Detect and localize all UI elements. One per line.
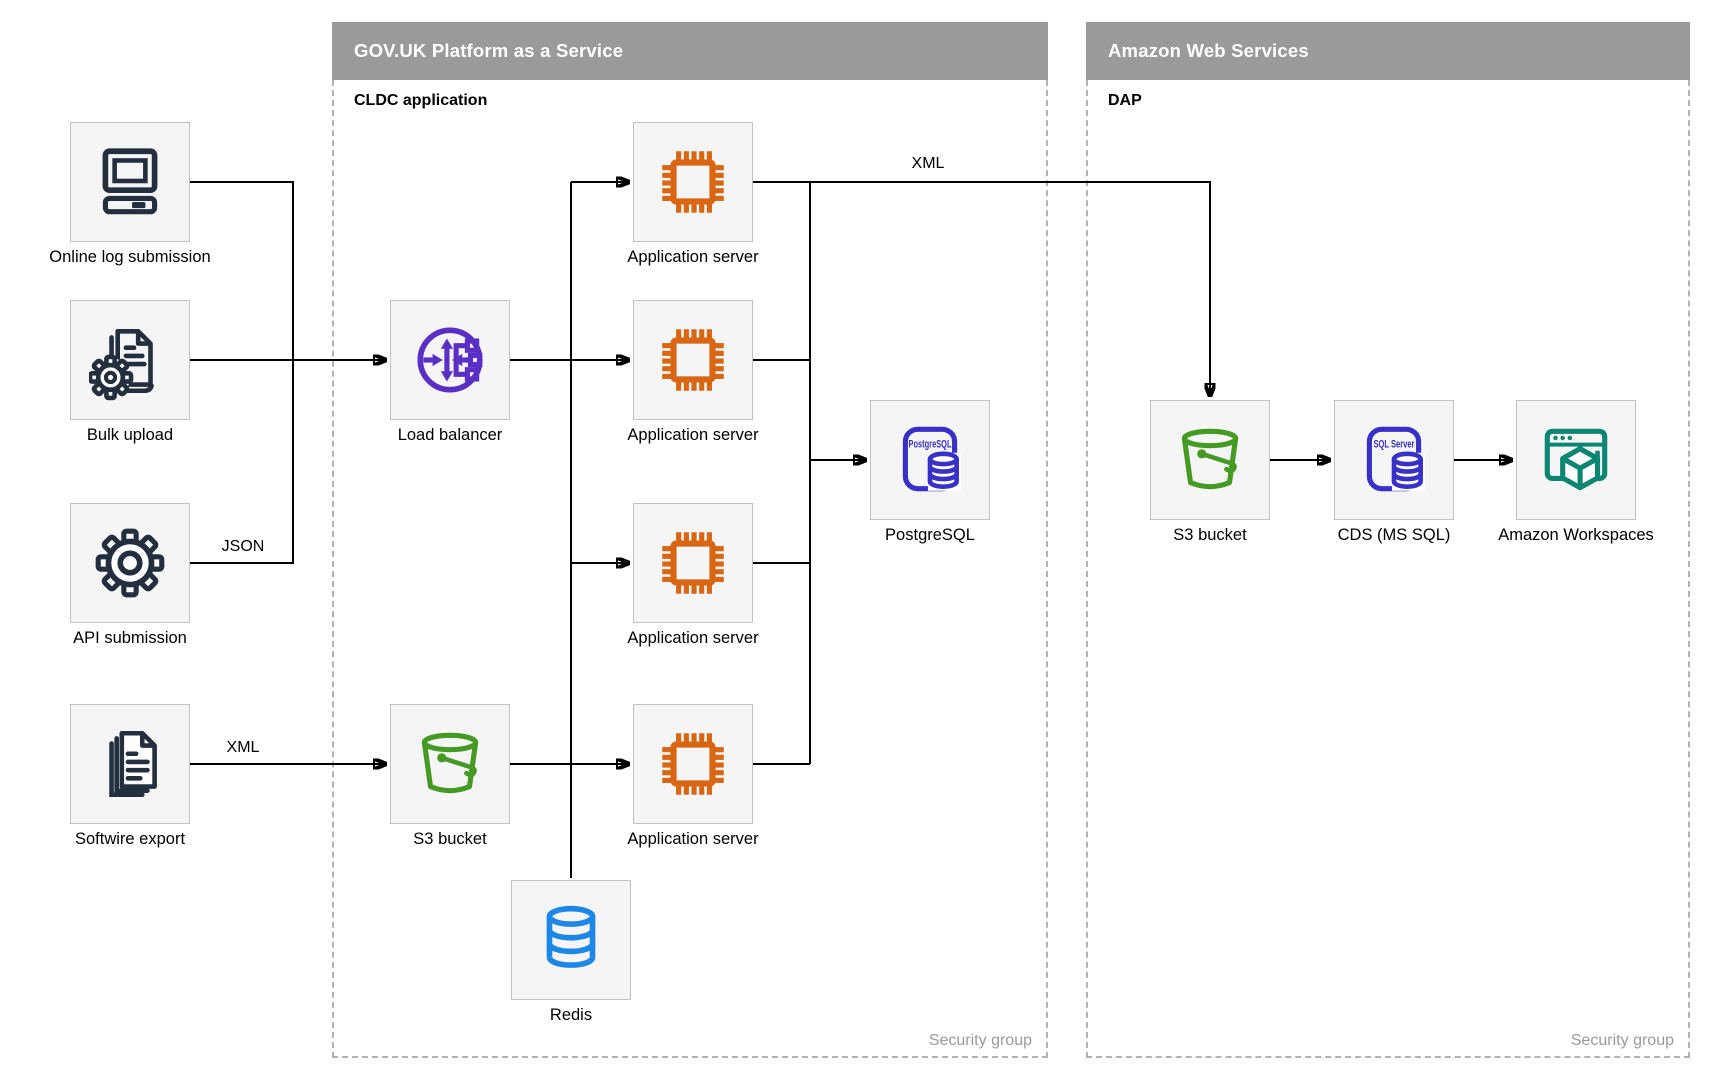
documents-stack-icon [89,723,171,805]
sql-server-icon: SQL Server [1353,419,1435,501]
node-api-submission: API submission [70,503,190,647]
cpu-chip-icon [652,319,734,401]
region-aws-title: Amazon Web Services [1108,40,1309,61]
document-gear-icon [89,319,171,401]
node-app-server-2: Application server [627,300,759,444]
node-label-app-server-1: Application server [627,248,759,266]
s3-bucket-icon [1169,419,1251,501]
cpu-chip-icon [652,522,734,604]
dap-label: DAP [1108,92,1142,109]
s3-bucket-icon [409,723,491,805]
node-label-api-submission: API submission [73,629,187,647]
node-s3-bucket-paas: S3 bucket [390,704,510,848]
load-balancer-icon [409,319,491,401]
node-online-log-submission: Online log submission [49,122,211,266]
node-redis: Redis [511,880,631,1024]
node-load-balancer: Load balancer [390,300,510,444]
node-cds-ms-sql: SQL Server CDS (MS SQL) [1334,400,1454,544]
edge-label-json: JSON [221,538,265,555]
node-bulk-upload: Bulk upload [70,300,190,444]
edge-label-xml-softwire: XML [226,739,260,756]
node-label-workspaces: Amazon Workspaces [1498,526,1654,544]
node-label-redis: Redis [549,1006,593,1024]
region-govuk-paas-body: CLDC application Security group [332,80,1048,1058]
node-label-softwire-export: Softwire export [74,830,186,848]
region-aws: Amazon Web Services DAP Security group [1086,22,1690,1058]
security-group-label-paas: Security group [928,1032,1032,1049]
node-s3-bucket-aws: S3 bucket [1150,400,1270,544]
node-label-postgresql: PostgreSQL [885,526,975,544]
node-label-load-balancer: Load balancer [397,426,503,444]
edge-app1-xml-to-aws-s3 [753,181,1210,396]
edge-label-xml-top: XML [911,155,945,172]
node-label-app-server-3: Application server [627,629,759,647]
postgresql-badge-text: PostgreSQL [908,439,951,451]
node-app-server-3: Application server [627,503,759,647]
edge-merge-tree [190,181,294,564]
region-govuk-paas-title: GOV.UK Platform as a Service [354,40,624,61]
sql-server-badge-text: SQL Server [1374,439,1415,451]
node-label-app-server-4: Application server [627,830,759,848]
security-group-label-aws: Security group [1570,1032,1674,1049]
workspaces-window-cube-icon [1535,419,1617,501]
region-govuk-paas-header: GOV.UK Platform as a Service [332,22,1048,80]
gear-icon [89,522,171,604]
node-postgresql: PostgreSQL PostgreSQL [870,400,990,544]
cpu-chip-icon [652,141,734,223]
region-aws-header: Amazon Web Services [1086,22,1690,80]
region-aws-body: DAP Security group [1086,80,1690,1058]
cldc-application-label: CLDC application [354,92,488,109]
node-amazon-workspaces: Amazon Workspaces [1498,400,1654,544]
region-govuk-paas: GOV.UK Platform as a Service CLDC applic… [332,22,1048,1058]
database-cylinder-icon [530,899,612,981]
node-softwire-export: Softwire export [70,704,190,848]
node-app-server-1: Application server [627,122,759,266]
node-label-app-server-2: Application server [627,426,759,444]
computer-icon [89,141,171,223]
node-label-cds: CDS (MS SQL) [1337,526,1451,544]
postgresql-icon: PostgreSQL [889,419,971,501]
node-label-online-log: Online log submission [49,248,211,266]
node-label-s3-bucket-paas: S3 bucket [413,830,487,848]
node-label-bulk-upload: Bulk upload [86,426,174,444]
node-label-s3-bucket-aws: S3 bucket [1173,526,1247,544]
node-app-server-4: Application server [627,704,759,848]
cpu-chip-icon [652,723,734,805]
